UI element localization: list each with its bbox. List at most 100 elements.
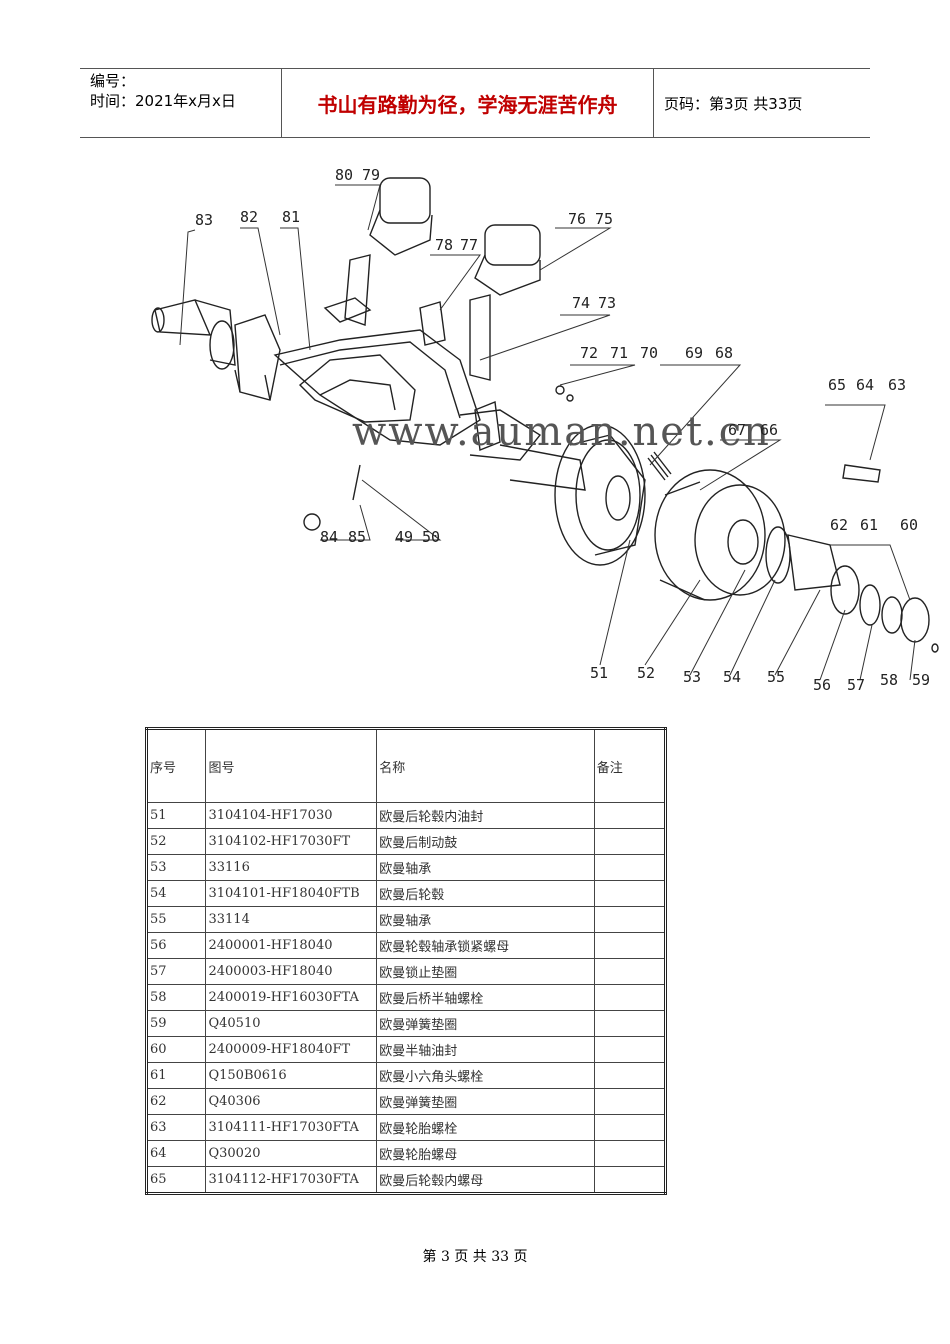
callout-label: 60 (900, 516, 918, 534)
exploded-axle-diagram: www.auman.net.cn 80 79 83 82 81 76 75 78… (151, 166, 939, 694)
header-divider (281, 69, 282, 137)
callout-label: 81 (282, 208, 300, 226)
callout-label: 52 (637, 664, 655, 682)
cell-seq: 59 (145, 1010, 207, 1037)
cell-remark (593, 802, 667, 829)
callout-label: 53 (683, 668, 701, 686)
cell-remark (593, 854, 667, 881)
cell-name: 欧曼轴承 (376, 906, 595, 933)
callout-label: 79 (362, 166, 380, 184)
callout-label: 54 (723, 668, 741, 686)
time-label: 时间：2021年x月x日 (90, 92, 236, 110)
callout-label: 77 (460, 236, 478, 254)
callout-label: 71 (610, 344, 628, 362)
cell-seq: 62 (145, 1088, 207, 1115)
header-page-label: 页码：第3页 共33页 (664, 95, 803, 113)
page-footer: 第 3 页 共 33 页 (422, 1249, 528, 1265)
cell-seq: 64 (145, 1140, 207, 1167)
callout-label: 84 (320, 528, 338, 546)
cell-seq: 60 (145, 1036, 207, 1063)
cell-name: 欧曼后制动鼓 (376, 828, 595, 855)
callout-label: 83 (195, 211, 213, 229)
cell-name: 欧曼半轴油封 (376, 1036, 595, 1063)
cell-name: 欧曼轮毂轴承锁紧螺母 (376, 932, 595, 959)
callout-label: 57 (847, 676, 865, 694)
callout-label: 67 (728, 421, 746, 439)
cell-seq: 61 (145, 1062, 207, 1089)
header-divider (653, 69, 654, 137)
cell-seq: 55 (145, 906, 207, 933)
cell-name: 欧曼轴承 (376, 854, 595, 881)
diagram-watermark: www.auman.net.cn (352, 409, 771, 455)
header-name: 名称 (376, 728, 595, 803)
callout-label: 68 (715, 344, 733, 362)
cell-part-number: 2400003-HF18040 (205, 958, 378, 985)
callout-label: 85 (348, 528, 366, 546)
callout-label: 66 (760, 421, 778, 439)
cell-remark (593, 984, 667, 1011)
cell-remark (593, 1114, 667, 1141)
cell-remark (593, 1088, 667, 1115)
cell-seq: 51 (145, 802, 207, 829)
callout-label: 65 (828, 376, 846, 394)
callout-label: 78 (435, 236, 453, 254)
callout-label: 55 (767, 668, 785, 686)
callout-label: 59 (912, 671, 930, 689)
cell-remark (593, 958, 667, 985)
page-header: 编号： 时间：2021年x月x日 书山有路勤为径，学海无涯苦作舟 页码：第3页 … (80, 68, 870, 138)
cell-name: 欧曼锁止垫圈 (376, 958, 595, 985)
cell-seq: 52 (145, 828, 207, 855)
callout-label: 73 (598, 294, 616, 312)
callout-label: 80 (335, 166, 353, 184)
callout-label: 62 (830, 516, 848, 534)
cell-name: 欧曼后轮毂 (376, 880, 595, 907)
cell-part-number: Q30020 (205, 1140, 378, 1167)
cell-part-number: Q150B0616 (205, 1062, 378, 1089)
cell-part-number: 3104112-HF17030FTA (205, 1166, 378, 1194)
cell-seq: 54 (145, 880, 207, 907)
cell-part-number: 3104104-HF17030 (205, 802, 378, 829)
serial-label: 编号： (90, 72, 136, 90)
cell-part-number: 3104102-HF17030FT (205, 828, 378, 855)
callout-label: 82 (240, 208, 258, 226)
cell-remark (593, 1166, 667, 1194)
callout-label: 76 (568, 210, 586, 228)
cell-name: 欧曼轮胎螺母 (376, 1140, 595, 1167)
cell-part-number: 33114 (205, 906, 378, 933)
callout-label: 69 (685, 344, 703, 362)
table-header-row: 序号 图号 名称 备注 (145, 728, 667, 803)
cell-seq: 63 (145, 1114, 207, 1141)
cell-part-number: 3104111-HF17030FTA (205, 1114, 378, 1141)
callout-label: 70 (640, 344, 658, 362)
cell-remark (593, 1036, 667, 1063)
callout-label: 51 (590, 664, 608, 682)
cell-name: 欧曼轮胎螺栓 (376, 1114, 595, 1141)
cell-part-number: 2400001-HF18040 (205, 932, 378, 959)
cell-name: 欧曼弹簧垫圈 (376, 1010, 595, 1037)
cell-part-number: 2400009-HF18040FT (205, 1036, 378, 1063)
callout-label: 74 (572, 294, 590, 312)
callout-label: 72 (580, 344, 598, 362)
cell-seq: 57 (145, 958, 207, 985)
header-seq: 序号 (145, 728, 207, 803)
callout-label: 50 (422, 528, 440, 546)
cell-remark (593, 880, 667, 907)
cell-name: 欧曼后轮毂内螺母 (376, 1166, 595, 1194)
cell-seq: 65 (145, 1166, 207, 1194)
cell-remark (593, 906, 667, 933)
cell-name: 欧曼后轮毂内油封 (376, 802, 595, 829)
cell-remark (593, 1010, 667, 1037)
cell-remark (593, 828, 667, 855)
cell-name: 欧曼小六角头螺栓 (376, 1062, 595, 1089)
